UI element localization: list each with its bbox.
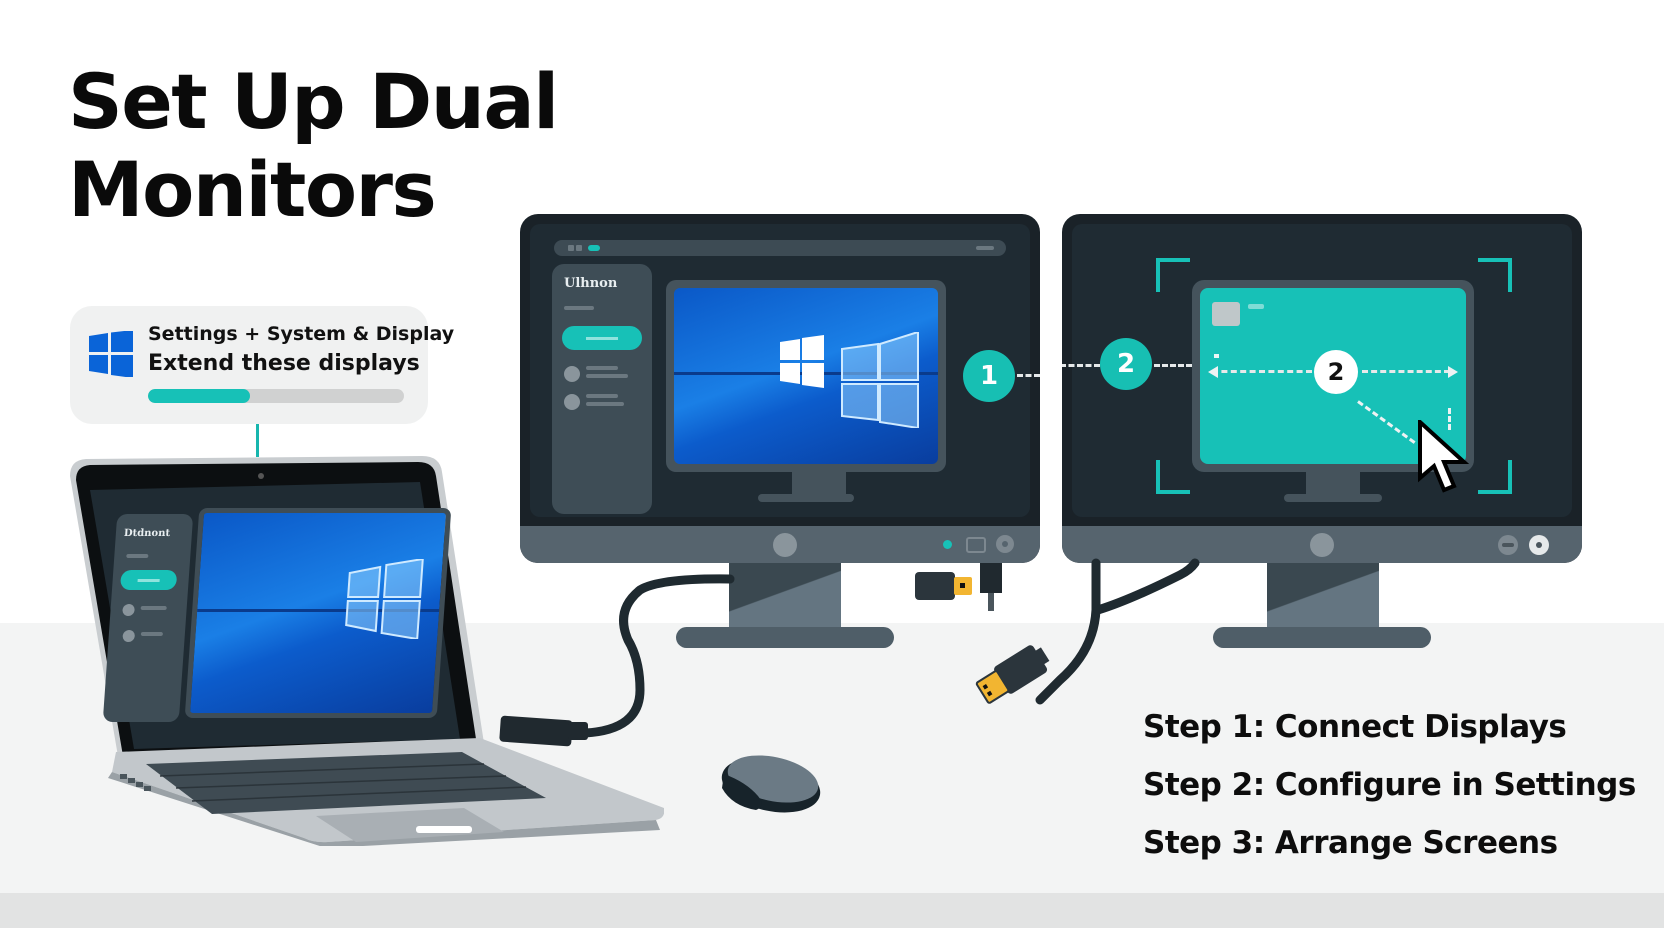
- monitor-1-wallpaper: [674, 288, 938, 464]
- progress-bar: [148, 389, 404, 403]
- floor-strip: [0, 893, 1664, 928]
- laptop-sidebar-button[interactable]: [119, 570, 178, 590]
- monitor-1-titlebar: [554, 240, 1006, 256]
- monitor-2: 2 2: [1062, 214, 1582, 563]
- menu-button-icon[interactable]: [996, 535, 1014, 553]
- monitor-1-sidebar: Ulhnon: [552, 264, 652, 514]
- windows-logo-icon: [89, 331, 133, 377]
- step-1: Step 1: Connect Displays: [1143, 709, 1567, 745]
- monitor-2-power-button[interactable]: [1310, 533, 1334, 557]
- status-led-icon: [943, 540, 952, 549]
- extend-displays-option[interactable]: Extend these displays: [148, 351, 420, 376]
- title-line-1: Set Up Dual: [68, 57, 559, 146]
- arrange-badge-2: 2: [1314, 350, 1358, 394]
- laptop: Dtdnont: [64, 456, 664, 846]
- settings-path-label: Settings + System & Display: [148, 323, 455, 345]
- monitor-1-screen: Ulhnon 1: [530, 224, 1040, 517]
- step-badge-1: 1: [963, 350, 1015, 402]
- title-line-2: Monitors: [68, 145, 437, 234]
- arrange-arrow-left: [1212, 370, 1312, 373]
- monitor-2-screen: 2 2: [1062, 224, 1572, 517]
- monitor-1-inner-display: [666, 280, 946, 472]
- mouse: [716, 752, 822, 816]
- monitor-2-stand-neck: [1267, 563, 1379, 629]
- monitor-1-sidebar-button[interactable]: [562, 326, 642, 350]
- settings-card: Settings + System & Display Extend these…: [70, 306, 454, 424]
- laptop-sidebar-label: Dtdnont: [123, 528, 171, 539]
- input-source-icon[interactable]: [966, 537, 986, 553]
- minus-button-icon[interactable]: [1498, 535, 1518, 555]
- progress-fill: [148, 389, 251, 403]
- connection-line: [1062, 364, 1100, 367]
- monitor-1: Ulhnon 1: [520, 214, 1040, 563]
- page-title: Set Up Dual Monitors: [68, 57, 559, 234]
- card-connector-line: [256, 424, 259, 457]
- arrange-arrow-right: [1362, 370, 1450, 373]
- laptop-sidebar: Dtdnont: [102, 514, 194, 722]
- connection-line: [1154, 364, 1192, 367]
- steps-list: Step 1: Connect Displays Step 2: Configu…: [1143, 698, 1636, 872]
- monitor-1-stand-neck: [729, 563, 841, 629]
- app-icon: [1212, 302, 1240, 326]
- step-3: Step 3: Arrange Screens: [1143, 825, 1558, 861]
- monitor-1-bezel: [520, 526, 1040, 563]
- monitor-2-bezel: [1062, 526, 1582, 563]
- step-2: Step 2: Configure in Settings: [1143, 767, 1636, 803]
- menu-button-icon[interactable]: [1529, 535, 1549, 555]
- monitor-1-power-button[interactable]: [773, 533, 797, 557]
- monitor-1-sidebar-label: Ulhnon: [564, 276, 618, 291]
- mouse-cursor-icon: [1418, 420, 1470, 496]
- step-badge-2: 2: [1100, 338, 1152, 390]
- monitor-1-stand-base: [676, 627, 894, 648]
- monitor-2-stand-base: [1213, 627, 1431, 648]
- laptop-wallpaper: [184, 508, 452, 718]
- connection-line: [1017, 374, 1040, 377]
